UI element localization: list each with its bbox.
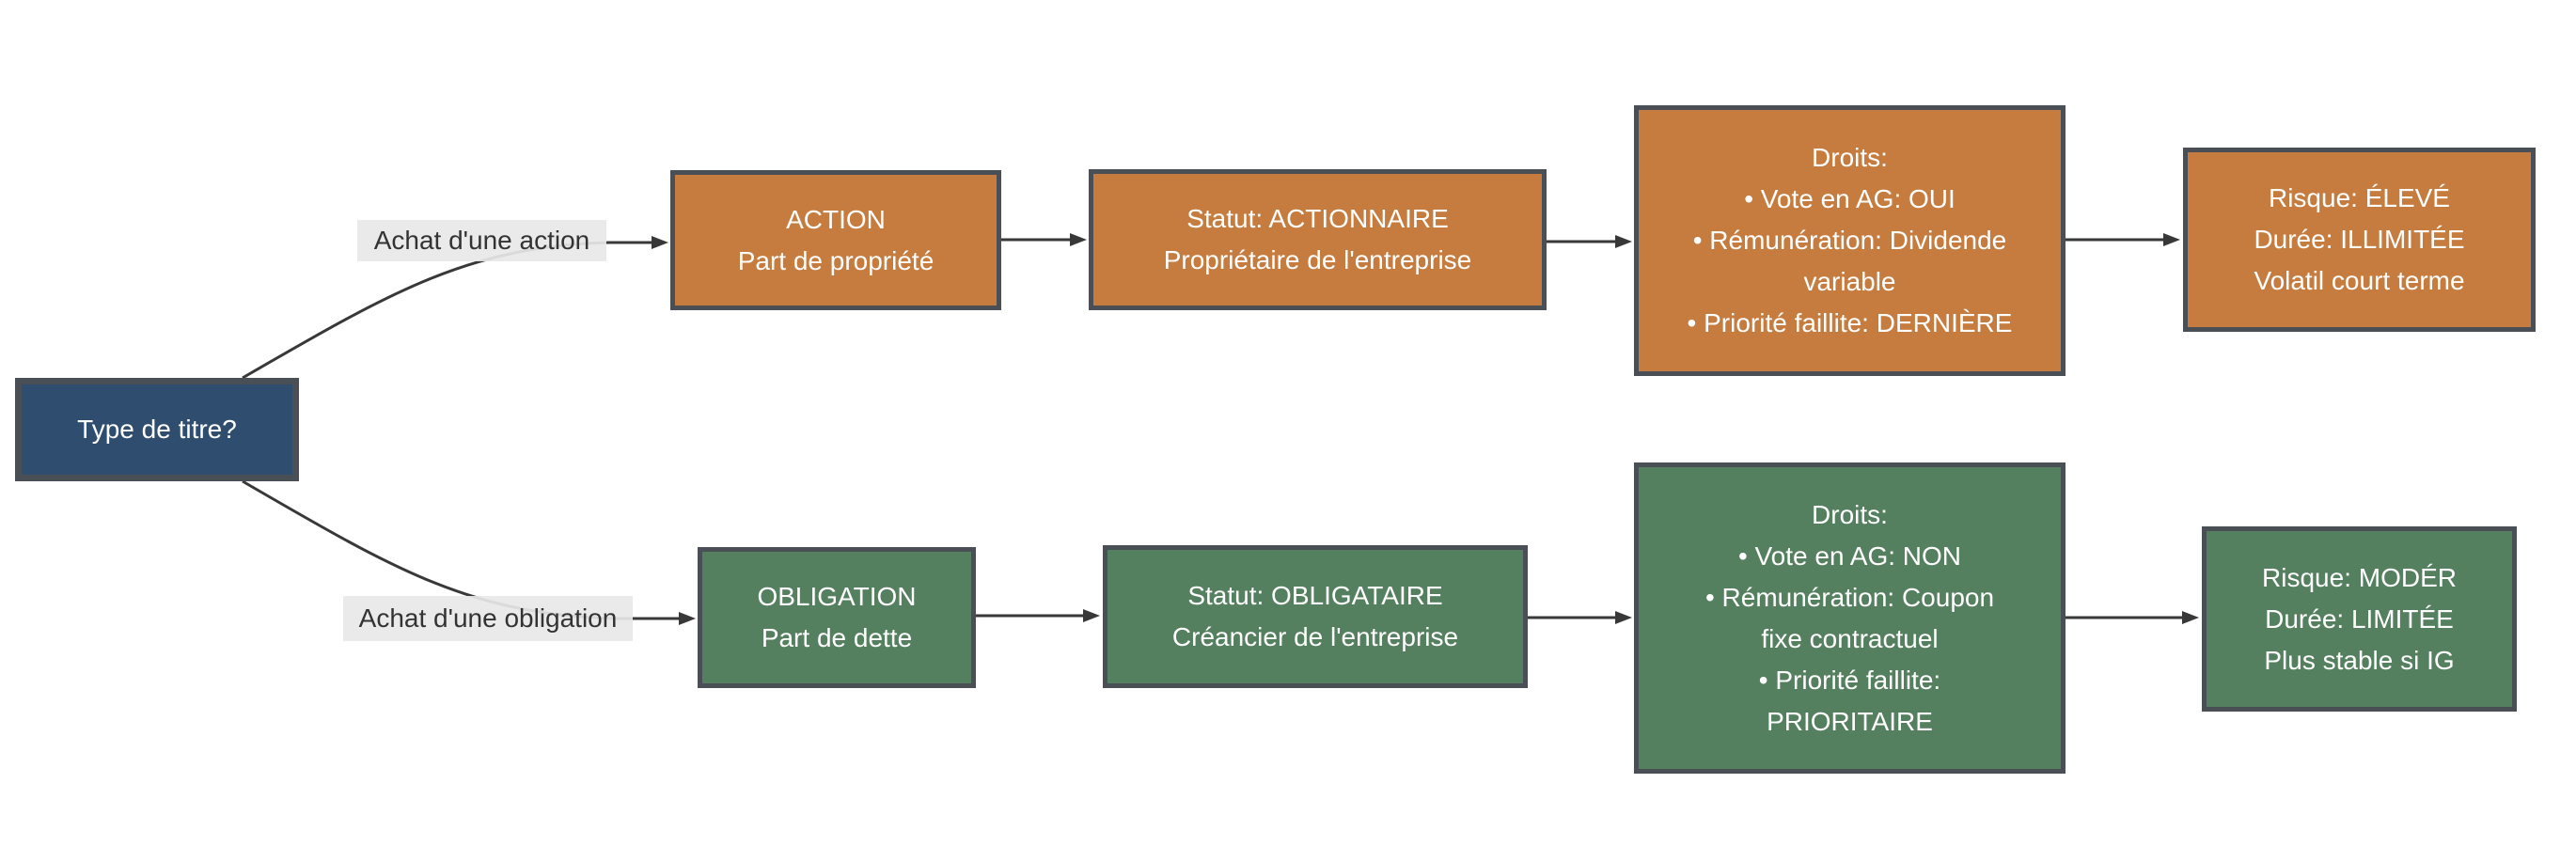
- node-obligation-statut: Statut: OBLIGATAIRE Créancier de l'entre…: [1103, 545, 1528, 688]
- node-action-risque: Risque: ÉLEVÉ Durée: ILLIMITÉE Volatil c…: [2183, 148, 2536, 332]
- node-obligation-risque: Risque: MODÉR Durée: LIMITÉE Plus stable…: [2202, 526, 2517, 712]
- node-action-droits-text: Droits: • Vote en AG: OUI • Rémunération…: [1687, 143, 2013, 337]
- edge-label-achat-action: Achat d'une action: [357, 220, 606, 261]
- node-obligation-text: OBLIGATION Part de dette: [757, 582, 917, 652]
- node-obligation-droits: Droits: • Vote en AG: NON • Rémunération…: [1634, 462, 2066, 774]
- node-obligation-statut-text: Statut: OBLIGATAIRE Créancier de l'entre…: [1171, 581, 1459, 651]
- node-type-de-titre-label: Type de titre?: [77, 415, 237, 444]
- node-action-risque-text: Risque: ÉLEVÉ Durée: ILLIMITÉE Volatil c…: [2254, 183, 2465, 295]
- node-obligation: OBLIGATION Part de dette: [698, 547, 976, 688]
- node-type-de-titre: Type de titre?: [15, 378, 299, 481]
- node-action-text: ACTION Part de propriété: [737, 204, 935, 275]
- node-action-statut: Statut: ACTIONNAIRE Propriétaire de l'en…: [1089, 169, 1547, 310]
- node-action-statut-text: Statut: ACTIONNAIRE Propriétaire de l'en…: [1163, 204, 1472, 274]
- node-obligation-risque-text: Risque: MODÉR Durée: LIMITÉE Plus stable…: [2262, 562, 2457, 675]
- node-action-droits: Droits: • Vote en AG: OUI • Rémunération…: [1634, 105, 2066, 376]
- edge-label-achat-action-text: Achat d'une action: [373, 226, 590, 255]
- node-obligation-droits-text: Droits: • Vote en AG: NON • Rémunération…: [1704, 499, 1995, 736]
- edge-label-achat-obligation-text: Achat d'une obligation: [358, 603, 618, 633]
- edge-label-achat-obligation: Achat d'une obligation: [343, 596, 633, 641]
- node-action: ACTION Part de propriété: [670, 170, 1001, 310]
- edge-root-to-action: [242, 236, 668, 380]
